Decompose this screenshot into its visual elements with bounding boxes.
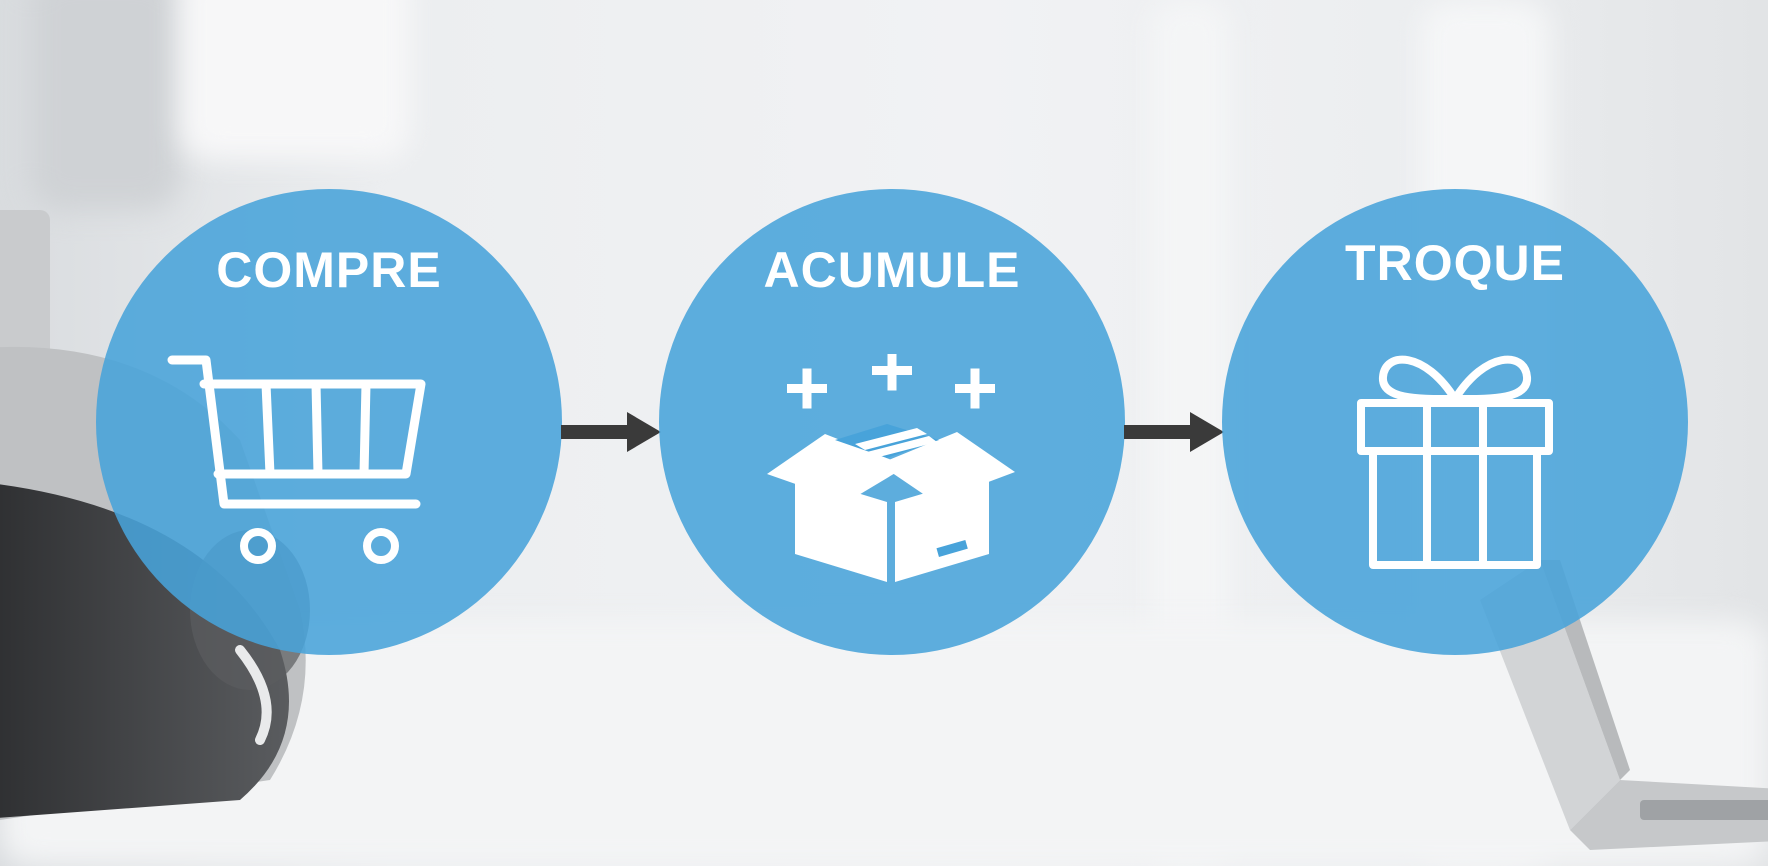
step-label: TROQUE (1345, 235, 1565, 291)
shopping-cart-icon (167, 355, 426, 564)
step-circle-compre: COMPRE (96, 189, 562, 655)
arrow-right-icon (1124, 412, 1224, 452)
gift-icon (1357, 355, 1553, 569)
step-label: COMPRE (216, 242, 442, 298)
arrow-right-icon (561, 412, 661, 452)
open-box-icon (767, 354, 1015, 582)
step-label: ACUMULE (763, 242, 1021, 298)
step-circle-acumule: ACUMULE (659, 189, 1125, 655)
step-circle-troque: TROQUE (1222, 189, 1688, 655)
